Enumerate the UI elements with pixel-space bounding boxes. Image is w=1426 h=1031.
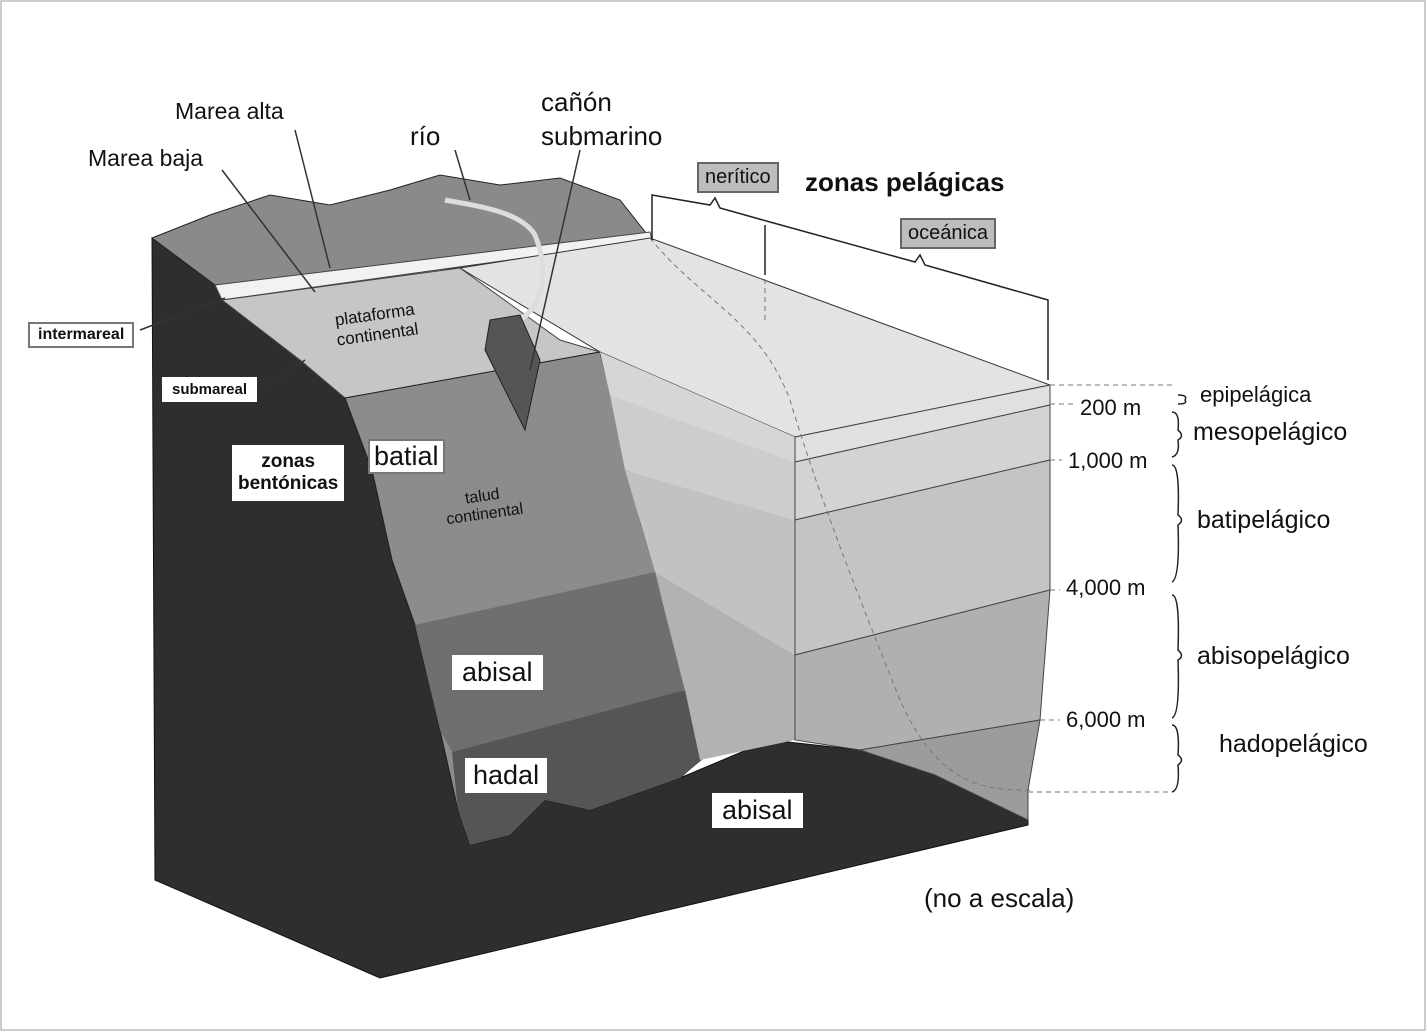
river [444,197,546,323]
label-oceanic: oceánica [900,218,997,249]
zone-abyssopelagic: abisopelágico [1197,642,1350,670]
zone-mesopelagic: mesopelágico [1193,418,1348,446]
label-neritic: nerítico [697,162,779,193]
label-subtidal: submareal [162,377,258,402]
label-river: río [410,121,441,151]
depth-1000: 1,000 m [1068,448,1148,474]
label-submarine: submarino [541,121,663,151]
leader-lines [139,129,581,389]
water-front-abiso [655,572,795,760]
label-hadal: hadal [465,758,548,793]
water-front-bati [625,470,795,655]
label-canyon: cañón [541,87,612,117]
label-abyssal-slope: abisal [452,655,543,690]
depth-200: 200 m [1080,395,1142,421]
label-abyssal-floor: abisal [712,793,803,828]
water-front-meso [610,395,795,520]
zone-bathypelagic: batipelágico [1197,506,1331,534]
submarine-canyon [484,314,541,432]
depth-4000: 4,000 m [1066,575,1146,601]
depth-6000: 6,000 m [1066,707,1146,733]
label-pelagic-zones: zonas pelágicas [805,167,1005,197]
label-high-tide: Marea alta [175,98,284,124]
slope-abyssal [415,572,685,752]
label-low-tide: Marea baja [88,145,204,171]
zone-epipelagic: epipelágica [1200,382,1312,407]
pelagic-brackets [651,194,1187,793]
slope-hadal [452,690,720,845]
water-front-epi [600,352,795,462]
label-not-to-scale: (no a escala) [924,883,1075,913]
zone-hadopelagic: hadopelágico [1219,730,1368,758]
label-intertidal: intermareal [28,322,135,348]
label-bathyal: batial [368,439,445,474]
